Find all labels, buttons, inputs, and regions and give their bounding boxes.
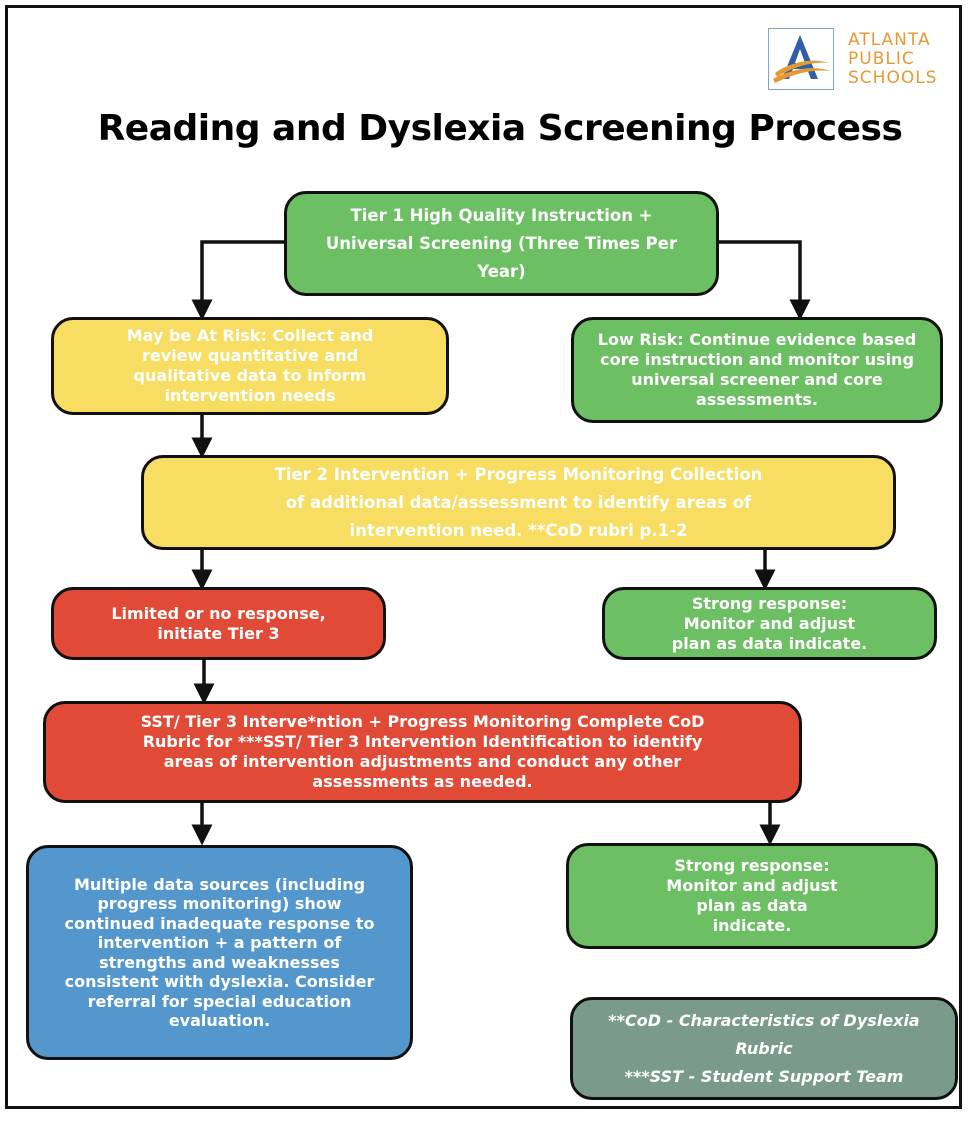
logo-line-1: ATLANTA xyxy=(848,30,931,50)
logo-wordmark: ATLANTA PUBLIC SCHOOLS xyxy=(848,31,937,88)
at-risk-node: May be At Risk: Collect and review quant… xyxy=(51,317,449,415)
page-title: Reading and Dyslexia Screening Process xyxy=(97,108,903,149)
atlanta-public-schools-logo: ATLANTA PUBLIC SCHOOLS xyxy=(768,28,940,92)
logo-mark-icon xyxy=(768,28,834,90)
logo-line-3: SCHOOLS xyxy=(848,68,938,88)
strong-response-2-label: Strong response: Monitor and adjust plan… xyxy=(666,856,838,935)
strong-response-2-node: Strong response: Monitor and adjust plan… xyxy=(566,843,938,949)
legend-sst-definition: ***SST - Student Support Team xyxy=(624,1066,904,1086)
at-risk-label: May be At Risk: Collect and review quant… xyxy=(126,326,374,405)
tier3-node: SST/ Tier 3 Interve*ntion + Progress Mon… xyxy=(43,701,802,803)
low-risk-label: Low Risk: Continue evidence based core i… xyxy=(597,330,917,409)
arrow-tier1-to-at-risk xyxy=(191,240,287,321)
limited-response-label: Limited or no response, initiate Tier 3 xyxy=(111,603,326,643)
limited-response-node: Limited or no response, initiate Tier 3 xyxy=(51,587,386,660)
logo-line-2: PUBLIC xyxy=(848,49,915,69)
strong-response-1-node: Strong response: Monitor and adjust plan… xyxy=(602,587,937,660)
tier1-label: Tier 1 High Quality Instruction + Univer… xyxy=(325,205,678,281)
tier2-node: Tier 2 Intervention + Progress Monitorin… xyxy=(141,455,896,550)
legend-cod-definition: **CoD - Characteristics of Dyslexia Rubr… xyxy=(608,1010,920,1058)
arrow-tier1-to-low-risk xyxy=(717,240,811,321)
legend-node: **CoD - Characteristics of Dyslexia Rubr… xyxy=(570,997,958,1100)
referral-label: Multiple data sources (including progres… xyxy=(64,874,375,1031)
low-risk-node: Low Risk: Continue evidence based core i… xyxy=(571,317,943,423)
dotted-rule xyxy=(0,1116,973,1118)
tier1-node: Tier 1 High Quality Instruction + Univer… xyxy=(284,191,719,296)
tier3-label: SST/ Tier 3 Interve*ntion + Progress Mon… xyxy=(140,712,705,791)
page-border xyxy=(5,5,962,1109)
referral-node: Multiple data sources (including progres… xyxy=(26,845,413,1060)
strong-response-1-label: Strong response: Monitor and adjust plan… xyxy=(671,593,868,653)
tier2-label: Tier 2 Intervention + Progress Monitorin… xyxy=(274,464,763,540)
